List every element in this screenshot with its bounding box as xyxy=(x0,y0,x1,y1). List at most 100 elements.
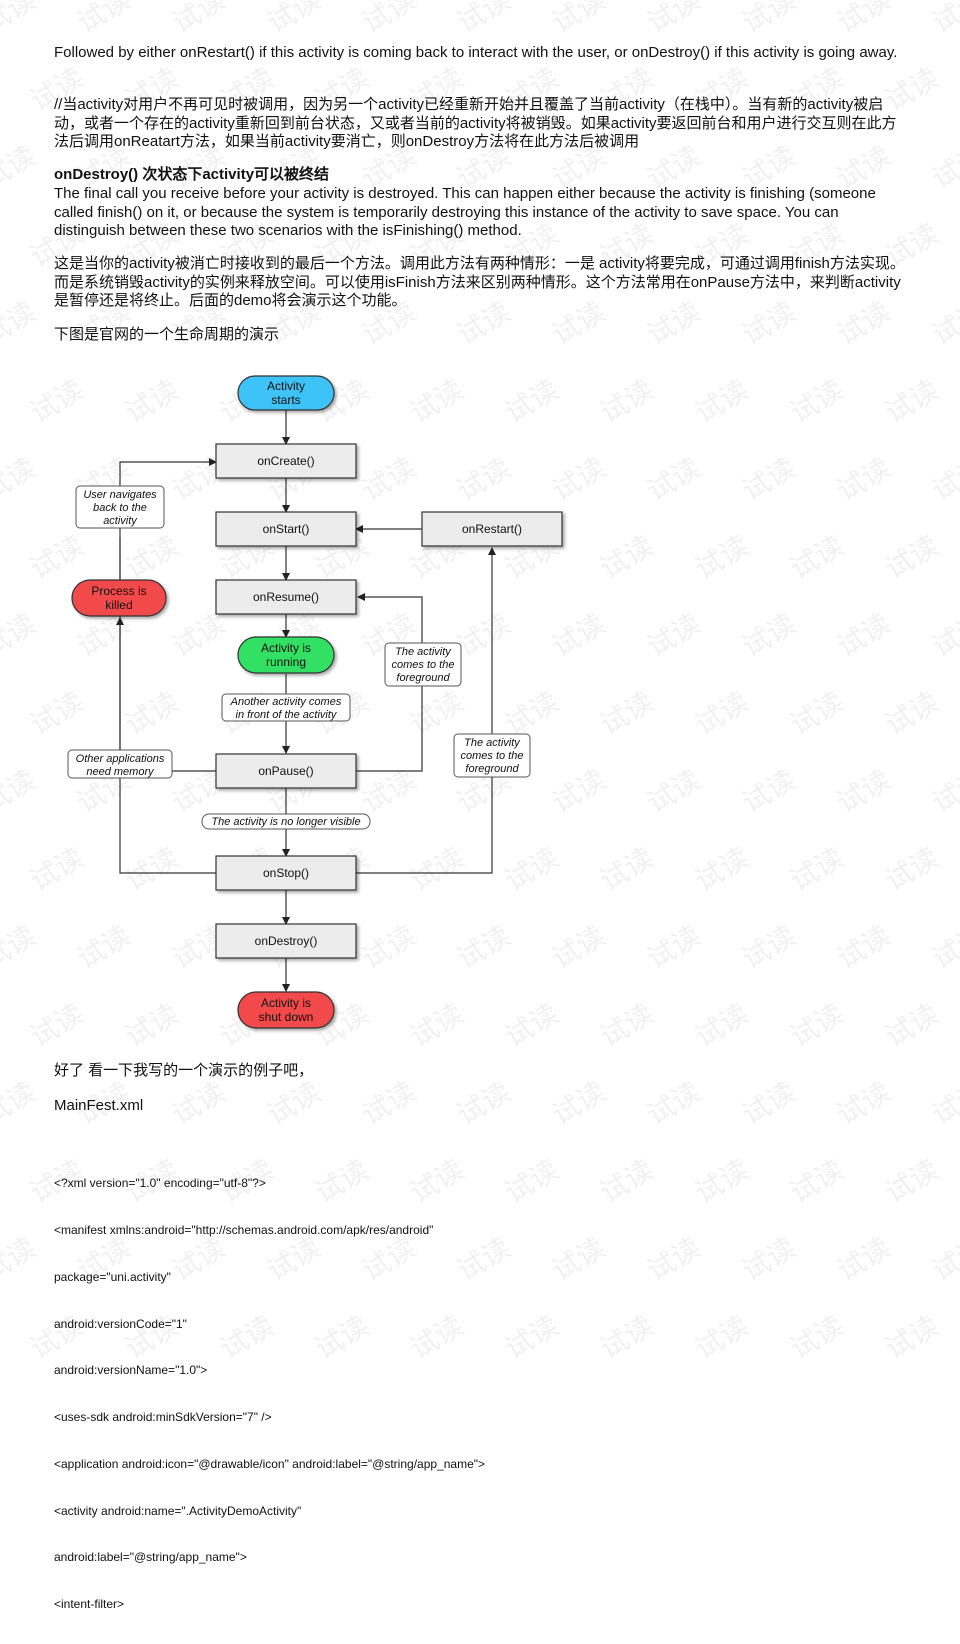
watermark-mark: 试读 xyxy=(546,1231,612,1288)
watermark-mark: 试读 xyxy=(594,997,660,1054)
activity-shut-down-line1: Activity is xyxy=(261,996,311,1010)
watermark-mark: 试读 xyxy=(71,0,137,40)
watermark-mark: 试读 xyxy=(261,0,327,40)
watermark-mark: 试读 xyxy=(831,0,897,40)
note-line: The activity xyxy=(464,737,521,749)
watermark-mark: 试读 xyxy=(0,919,42,976)
code-line: android:versionName="1.0"> xyxy=(54,1363,208,1378)
watermark-mark: 试读 xyxy=(926,295,960,352)
note-line: foreground xyxy=(465,763,519,775)
watermark-mark: 试读 xyxy=(831,919,897,976)
watermark-mark: 试读 xyxy=(926,763,960,820)
code-line: <manifest xmlns:android="http://schemas.… xyxy=(54,1222,434,1237)
watermark-mark: 试读 xyxy=(879,1309,945,1366)
onstart-box xyxy=(215,511,357,547)
watermark-mark: 试读 xyxy=(926,139,960,196)
note-line: comes to the xyxy=(392,659,455,671)
killed-pill xyxy=(71,579,167,617)
note-line: Other applications xyxy=(76,753,165,765)
watermark-mark: 试读 xyxy=(784,373,850,430)
watermark-mark: 试读 xyxy=(641,0,707,40)
watermark-mark: 试读 xyxy=(0,295,42,352)
onpause-label: onPause() xyxy=(258,764,313,778)
watermark-mark: 试读 xyxy=(736,607,802,664)
watermark-mark: 试读 xyxy=(641,1231,707,1288)
watermark-mark: 试读 xyxy=(594,841,660,898)
paragraph-ondestroy-english: The final call you receive before your a… xyxy=(54,185,876,239)
code-line: <uses-sdk android:minSdkVersion="7" /> xyxy=(54,1410,272,1425)
watermark-mark: 试读 xyxy=(831,1231,897,1288)
watermark-mark: 试读 xyxy=(546,1075,612,1132)
connector-lines xyxy=(116,410,496,992)
note-line: comes to the xyxy=(461,750,524,762)
note-line: activity xyxy=(103,515,138,527)
process-killed-line2: killed xyxy=(105,598,132,612)
node-onresume: onResume() xyxy=(215,579,357,615)
watermark-mark: 试读 xyxy=(689,529,755,586)
node-activity-running: Activity is running xyxy=(237,636,335,674)
note-line: in front of the activity xyxy=(236,709,338,721)
running-pill xyxy=(237,636,335,674)
watermark-mark: 试读 xyxy=(689,1153,755,1210)
note-line: need memory xyxy=(86,766,155,778)
watermark-mark: 试读 xyxy=(546,0,612,40)
node-onstart: onStart() xyxy=(215,511,357,547)
note-line: back to the xyxy=(93,502,147,514)
watermark-mark: 试读 xyxy=(594,685,660,742)
node-onpause: onPause() xyxy=(215,753,357,789)
node-onstop: onStop() xyxy=(215,855,357,891)
note-another-activity: Another activity comes in front of the a… xyxy=(221,693,351,722)
watermark-mark: 试读 xyxy=(689,841,755,898)
watermark-mark: 试读 xyxy=(736,763,802,820)
watermark-mark: 试读 xyxy=(879,529,945,586)
node-onrestart: onRestart() xyxy=(421,511,563,547)
note-comes-to-foreground-1: The activity comes to the foreground xyxy=(384,642,462,687)
watermark-mark: 试读 xyxy=(689,997,755,1054)
note-no-longer-visible: The activity is no longer visible xyxy=(201,813,371,830)
watermark-mark: 试读 xyxy=(831,1075,897,1132)
activity-starts-line1: Activity xyxy=(267,379,305,393)
watermark-mark: 试读 xyxy=(0,607,42,664)
note-line: foreground xyxy=(396,672,450,684)
watermark-mark: 试读 xyxy=(926,451,960,508)
watermark-mark: 试读 xyxy=(879,997,945,1054)
watermark-mark: 试读 xyxy=(641,607,707,664)
paragraph-onstop-chinese: //当activity对用户不再可见时被调用，因为另一个activity已经重新… xyxy=(54,96,897,150)
code-line: <application android:icon="@drawable/ico… xyxy=(54,1456,486,1471)
ondestroy-box xyxy=(215,923,357,959)
note-line: The activity is no longer visible xyxy=(211,816,360,828)
onrestart-label: onRestart() xyxy=(462,522,522,536)
start-pill xyxy=(237,375,335,411)
ondestroy-label: onDestroy() xyxy=(255,934,318,948)
watermark-mark: 试读 xyxy=(784,529,850,586)
code-line: android:label="@string/app_name"> xyxy=(54,1550,247,1565)
watermark-mark: 试读 xyxy=(926,1075,960,1132)
note-box xyxy=(201,813,371,830)
note-line: Another activity comes xyxy=(230,696,342,708)
watermark-mark: 试读 xyxy=(0,0,42,40)
shutdown-pill xyxy=(237,991,335,1029)
watermark-mark: 试读 xyxy=(736,1075,802,1132)
code-line: package="uni.activity" xyxy=(54,1269,171,1284)
paragraph-ondestroy-chinese: 这是当你的activity被消亡时接收到的最后一个方法。调用此方法有两种情形：一… xyxy=(54,255,905,309)
onrestart-box xyxy=(421,511,563,547)
watermark-mark: 试读 xyxy=(356,0,422,40)
watermark-mark: 试读 xyxy=(641,451,707,508)
watermark-mark: 试读 xyxy=(0,1075,42,1132)
code-block-manifest: <?xml version="1.0" encoding="utf-8"?> <… xyxy=(54,1145,485,1644)
watermark-mark: 试读 xyxy=(689,1309,755,1366)
watermark-mark: 试读 xyxy=(736,451,802,508)
watermark-mark: 试读 xyxy=(641,763,707,820)
watermark-mark: 试读 xyxy=(451,0,517,40)
watermark-mark: 试读 xyxy=(784,997,850,1054)
note-comes-to-foreground-2: The activity comes to the foreground xyxy=(453,733,531,778)
watermark-mark: 试读 xyxy=(0,451,42,508)
onstop-label: onStop() xyxy=(263,866,309,880)
watermark-mark: 试读 xyxy=(879,841,945,898)
onresume-box xyxy=(215,579,357,615)
note-box xyxy=(221,693,351,722)
node-activity-shut-down: Activity is shut down xyxy=(237,991,335,1029)
watermark-mark: 试读 xyxy=(594,373,660,430)
watermark-mark: 试读 xyxy=(594,1153,660,1210)
watermark-mark: 试读 xyxy=(0,763,42,820)
